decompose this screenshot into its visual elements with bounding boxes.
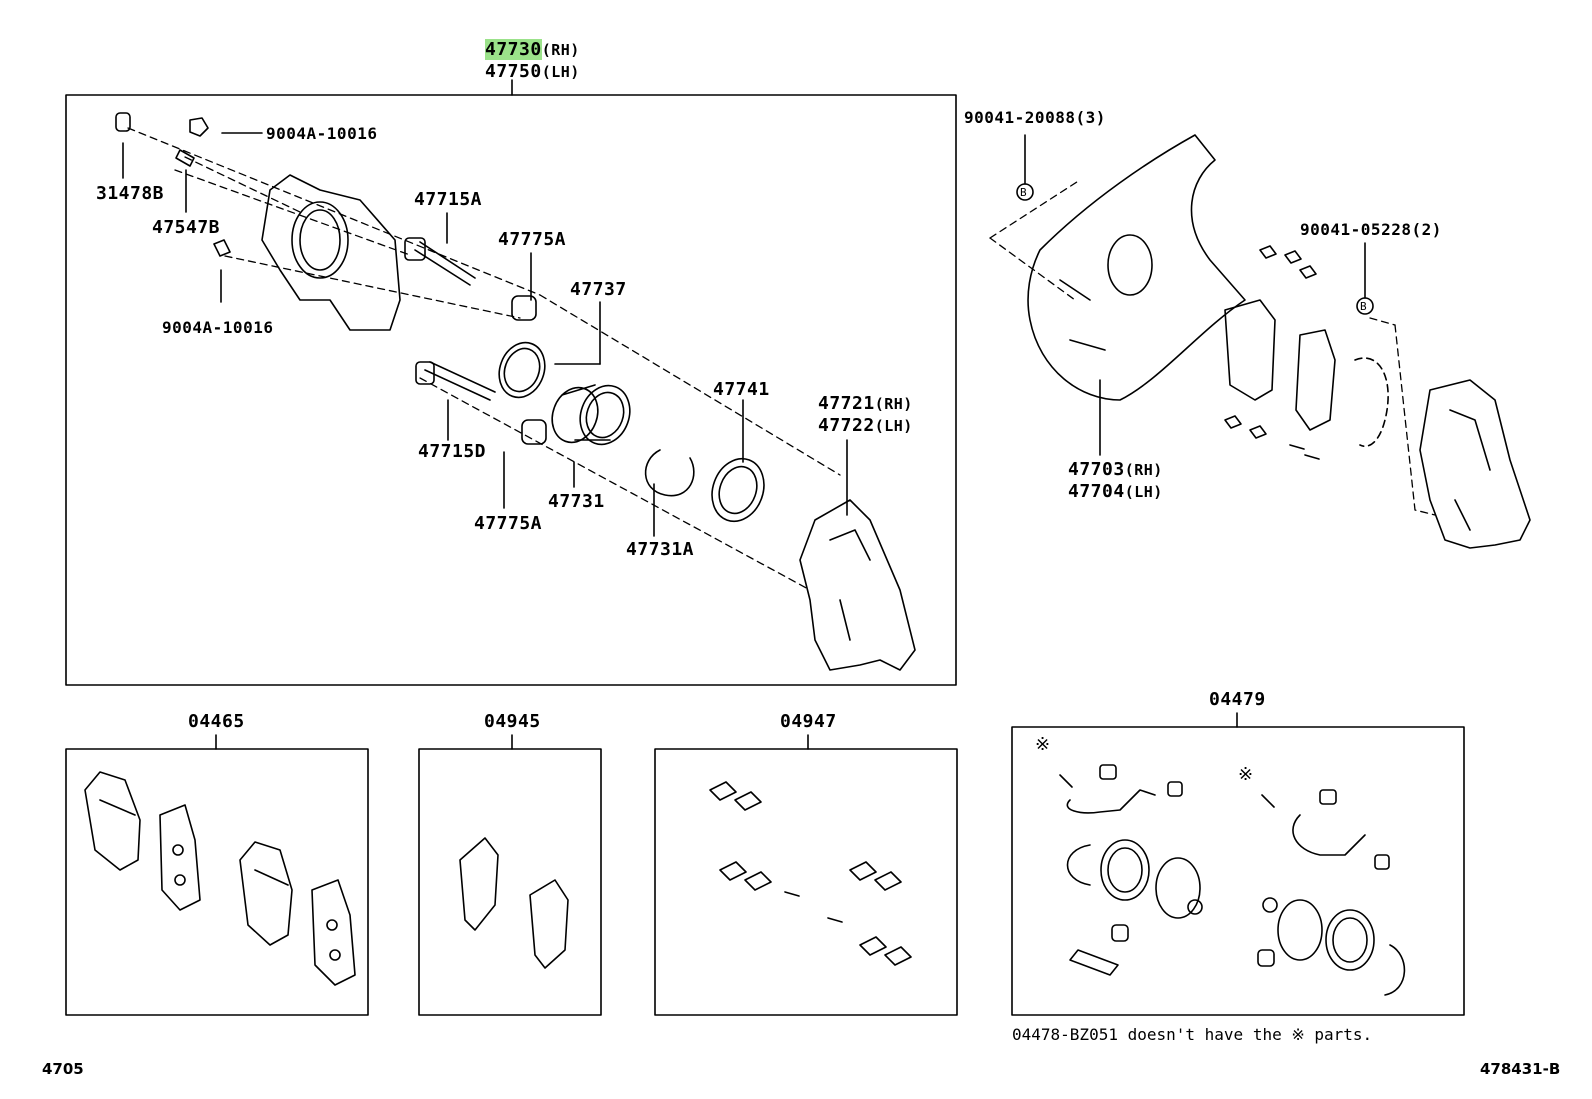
right-caliper-shape	[1419, 379, 1531, 549]
part-label-47704[interactable]: 47704(LH)	[1068, 482, 1163, 502]
part-label-47715d[interactable]: 47715D	[418, 441, 487, 462]
part-number-47704[interactable]: 47704	[1068, 481, 1125, 502]
part-label-9004a-10016-top[interactable]: 9004A-10016	[266, 124, 378, 143]
bracket-shape	[799, 499, 916, 671]
part-label-47722[interactable]: 47722(LH)	[818, 416, 913, 436]
part-label-47731[interactable]: 47731	[548, 491, 605, 512]
ref-marker-b: B	[1020, 186, 1027, 199]
part-label-47750[interactable]: 47750(LH)	[485, 62, 580, 82]
part-number-47721[interactable]: 47721	[818, 393, 875, 414]
kit-04945-frame	[418, 748, 602, 1016]
kit-label-04465[interactable]: 04465	[188, 711, 245, 732]
side-suffix: (LH)	[874, 417, 913, 435]
asterisk-mark: ※	[1035, 734, 1051, 755]
part-label-47721[interactable]: 47721(RH)	[818, 394, 913, 414]
part-number-47703[interactable]: 47703	[1068, 459, 1125, 480]
footnote: 04478-BZ051 doesn't have the ※ parts.	[1012, 1025, 1373, 1044]
part-label-9004a-10016-bottom[interactable]: 9004A-10016	[162, 318, 274, 337]
caliper-body-shape	[261, 174, 401, 331]
part-label-31478b[interactable]: 31478B	[96, 183, 165, 204]
kit-label-04945[interactable]: 04945	[484, 711, 541, 732]
page-code: 4705	[42, 1060, 84, 1078]
side-suffix: (RH)	[1124, 461, 1163, 479]
part-label-47715a[interactable]: 47715A	[414, 189, 483, 210]
asterisk-mark: ※	[1238, 764, 1254, 785]
side-suffix: (LH)	[541, 63, 580, 81]
kit-label-04479[interactable]: 04479	[1209, 689, 1266, 710]
kit-04479-frame	[1011, 726, 1465, 1016]
part-label-90041-05228[interactable]: 90041-05228(2)	[1300, 220, 1442, 239]
part-label-47737[interactable]: 47737	[570, 279, 627, 300]
part-label-47775a-bottom[interactable]: 47775A	[474, 513, 543, 534]
kit-04465-frame	[65, 748, 369, 1016]
part-number-47730[interactable]: 47730	[485, 39, 542, 60]
part-label-47731a[interactable]: 47731A	[626, 539, 695, 560]
dust-cover-shape	[1027, 134, 1246, 401]
part-label-47703[interactable]: 47703(RH)	[1068, 460, 1163, 480]
part-label-47547b[interactable]: 47547B	[152, 217, 221, 238]
kit-04947-frame	[654, 748, 958, 1016]
side-suffix: (LH)	[1124, 483, 1163, 501]
diagram-code: 478431-B	[1480, 1060, 1561, 1078]
side-suffix: (RH)	[874, 395, 913, 413]
kit-label-04947[interactable]: 04947	[780, 711, 837, 732]
part-label-47741[interactable]: 47741	[713, 379, 770, 400]
part-number-47750[interactable]: 47750	[485, 61, 542, 82]
caliper-assembly-frame	[65, 94, 957, 686]
part-label-90041-20088[interactable]: 90041-20088(3)	[964, 108, 1106, 127]
ref-marker-b: B	[1360, 300, 1367, 313]
side-suffix: (RH)	[541, 41, 580, 59]
part-label-47730[interactable]: 47730(RH)	[485, 39, 580, 60]
part-label-47775a-top[interactable]: 47775A	[498, 229, 567, 250]
part-number-47722[interactable]: 47722	[818, 415, 875, 436]
